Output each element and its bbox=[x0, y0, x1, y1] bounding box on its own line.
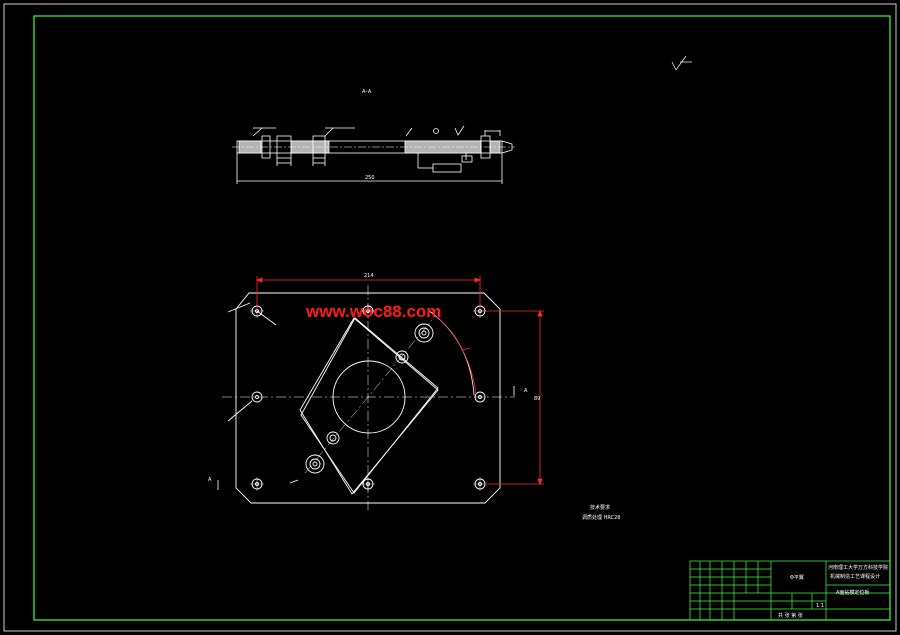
right-span-dimension bbox=[485, 309, 544, 486]
inclined-slot bbox=[299, 317, 439, 495]
tech-notes-title: 技术要求 bbox=[590, 504, 610, 511]
center-bore bbox=[332, 360, 406, 434]
slot-angle-dimension bbox=[431, 311, 477, 395]
title-stage-mark: Φ平翼 bbox=[790, 575, 804, 581]
section-view bbox=[232, 125, 515, 184]
title-drawing-name: A面钻模定位板 bbox=[836, 589, 869, 596]
title-school: 河南理工大学万方科技学院 bbox=[828, 564, 888, 571]
mounting-holes bbox=[251, 305, 486, 490]
watermark: www.woc88.com bbox=[305, 302, 441, 321]
section-mark-left: A bbox=[208, 477, 212, 483]
section-mark-right: A bbox=[524, 388, 528, 394]
tech-notes-line: 调质处理 HRC28 bbox=[582, 514, 620, 521]
title-block bbox=[689, 560, 891, 621]
top-span-dimension bbox=[255, 276, 482, 311]
right-span-value: 89 bbox=[534, 396, 540, 402]
roughness-symbol bbox=[671, 55, 692, 71]
outer-frame bbox=[3, 3, 897, 632]
section-view-label: A–A bbox=[362, 89, 372, 95]
slot-bushings bbox=[305, 323, 434, 474]
title-project: 机械制造工艺课程设计 bbox=[830, 573, 880, 580]
inner-frame bbox=[33, 15, 891, 621]
section-cut-marks bbox=[217, 386, 515, 490]
top-span-value: 214 bbox=[364, 273, 374, 279]
title-scale: 1:1 bbox=[816, 603, 824, 609]
plate-outline bbox=[235, 292, 501, 504]
title-sheet: 共 张 第 张 bbox=[778, 612, 803, 619]
overall-length-dim: 250 bbox=[365, 175, 375, 181]
